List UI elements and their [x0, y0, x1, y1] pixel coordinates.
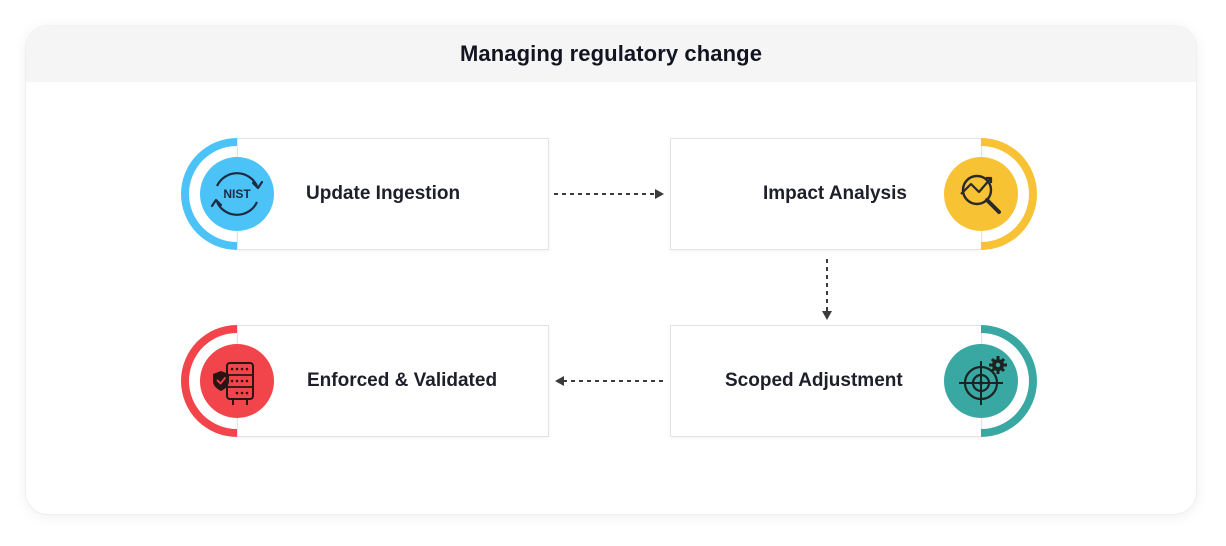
chart-magnifier-icon — [925, 138, 1037, 250]
card-header: Managing regulatory change — [26, 26, 1196, 82]
nist-cycle-icon: NIST — [181, 138, 293, 250]
step-enforced-validated: Enforced & Validated — [237, 325, 549, 437]
target-gear-icon — [925, 325, 1037, 437]
arrow-down — [822, 259, 832, 320]
arrow-right — [554, 189, 664, 199]
arrow-left — [555, 376, 664, 386]
step-label: Scoped Adjustment — [725, 370, 903, 391]
step-label: Enforced & Validated — [307, 370, 498, 391]
step-scoped-adjustment: Scoped Adjustment — [670, 325, 982, 437]
step-update-ingestion: Update Ingestion — [237, 138, 549, 250]
step-label: Impact Analysis — [763, 183, 907, 204]
diagram-title: Managing regulatory change — [459, 41, 763, 66]
nist-text: NIST — [223, 187, 251, 201]
diagram-card: Managing regulatory change — [26, 26, 1196, 514]
step-label: Update Ingestion — [306, 183, 461, 204]
shield-server-icon — [181, 325, 293, 437]
